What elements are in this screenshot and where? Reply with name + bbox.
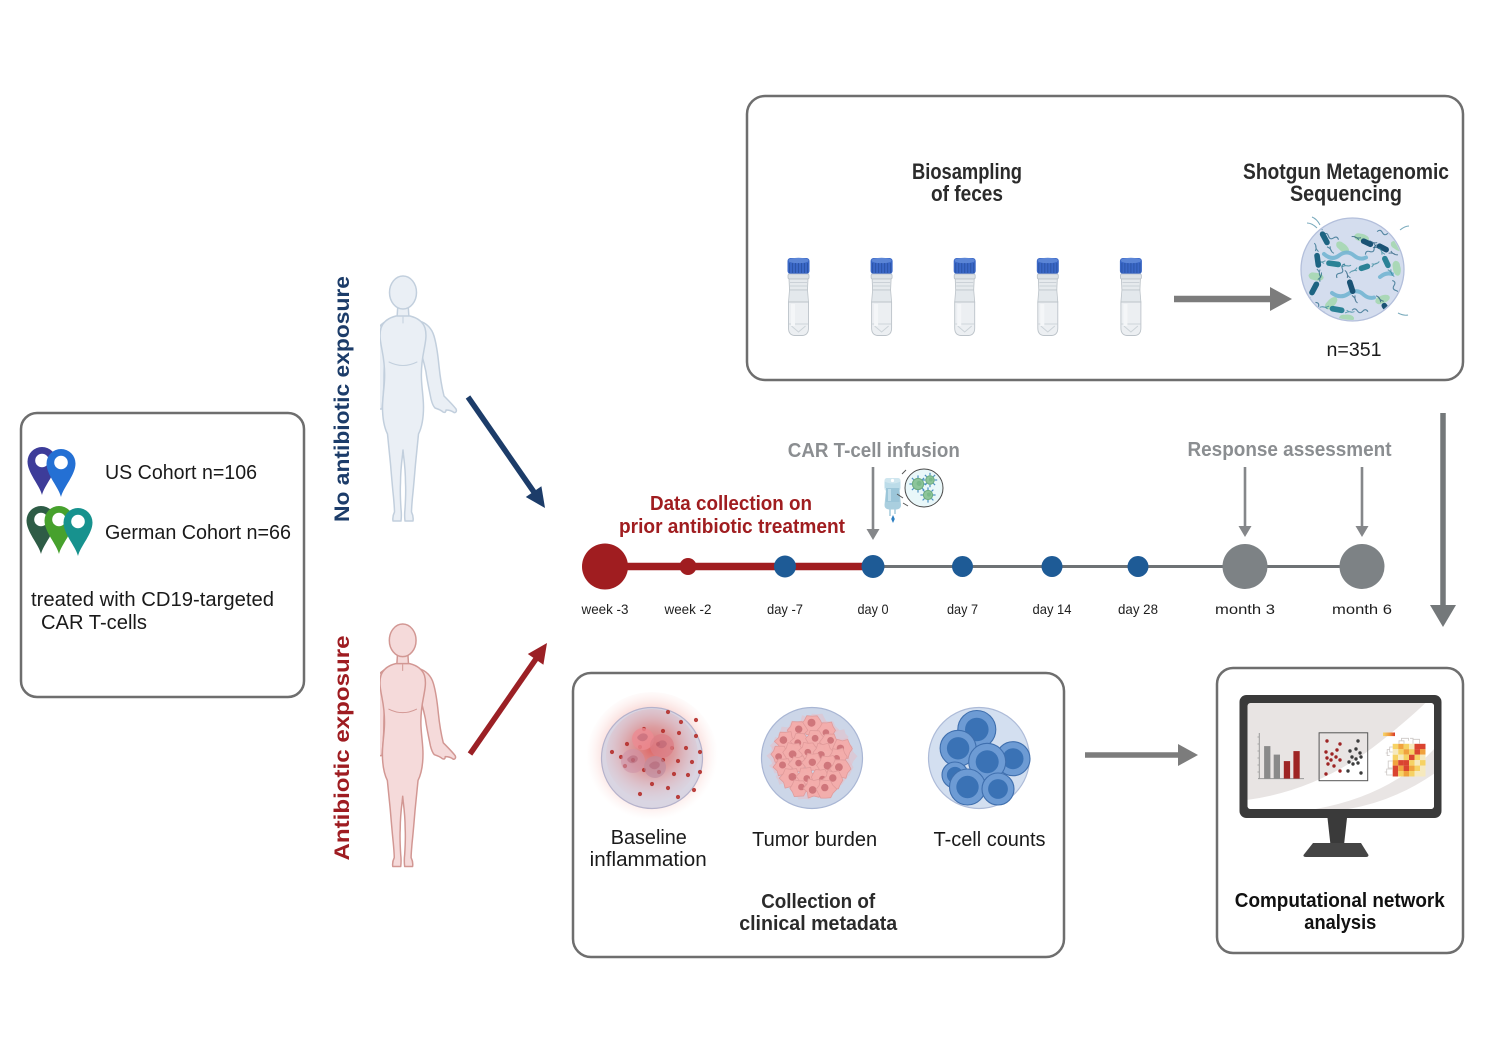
svg-text:inflammation: inflammation [590, 849, 707, 871]
svg-text:analysis: analysis [1304, 912, 1376, 934]
svg-text:prior antibiotic treatment: prior antibiotic treatment [619, 516, 845, 538]
svg-text:Computational network: Computational network [1235, 890, 1446, 912]
svg-text:US Cohort n=106: US Cohort n=106 [105, 462, 257, 484]
svg-text:clinical metadata: clinical metadata [739, 913, 898, 935]
svg-text:Baseline: Baseline [611, 827, 687, 849]
svg-text:day -7: day -7 [767, 601, 803, 617]
svg-text:of feces: of feces [931, 181, 1003, 206]
svg-text:Response assessment: Response assessment [1188, 439, 1392, 461]
svg-text:CAR T-cell infusion: CAR T-cell infusion [788, 440, 960, 462]
svg-text:month 6: month 6 [1332, 601, 1392, 617]
svg-text:Data collection on: Data collection on [650, 493, 812, 515]
svg-text:day 7: day 7 [947, 601, 978, 617]
svg-text:Shotgun Metagenomic: Shotgun Metagenomic [1243, 159, 1449, 184]
svg-text:week -3: week -3 [581, 601, 629, 617]
svg-text:day 0: day 0 [858, 601, 889, 617]
svg-text:treated with CD19-targeted: treated with CD19-targeted [31, 589, 274, 611]
svg-text:Antibiotic exposure: Antibiotic exposure [331, 636, 354, 861]
svg-text:CAR T-cells: CAR T-cells [41, 612, 147, 634]
svg-text:week -2: week -2 [664, 601, 712, 617]
svg-text:Collection of: Collection of [761, 891, 875, 913]
svg-text:Sequencing: Sequencing [1290, 181, 1402, 206]
svg-text:No antibiotic exposure: No antibiotic exposure [331, 276, 354, 522]
svg-text:German Cohort n=66: German Cohort n=66 [105, 522, 291, 544]
svg-text:month 3: month 3 [1215, 601, 1275, 617]
svg-text:n=351: n=351 [1327, 340, 1382, 361]
svg-text:Biosampling: Biosampling [912, 159, 1022, 184]
svg-text:day 28: day 28 [1118, 601, 1158, 617]
svg-text:day 14: day 14 [1033, 601, 1072, 617]
svg-text:Tumor burden: Tumor burden [752, 829, 877, 851]
svg-text:T-cell counts: T-cell counts [934, 829, 1046, 851]
